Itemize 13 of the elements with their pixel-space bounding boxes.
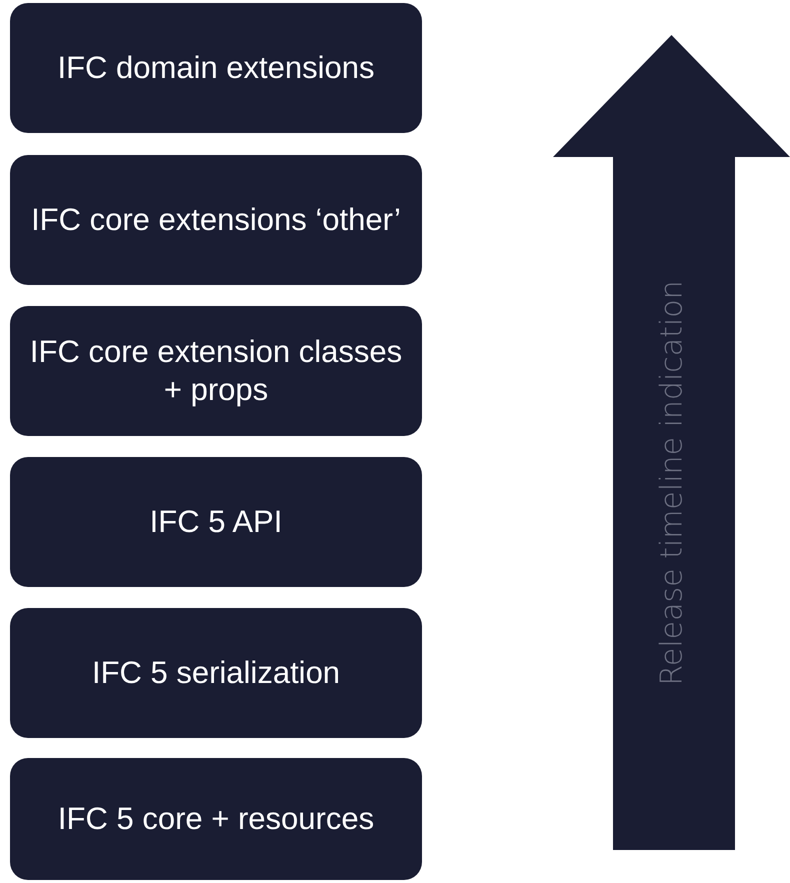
layer-label: IFC 5 API	[148, 503, 284, 541]
layer-label: IFC 5 core + resources	[56, 800, 376, 838]
layer-box	[10, 457, 422, 587]
layer-label: IFC core extensions ‘other’	[30, 201, 402, 239]
layer-box	[10, 758, 422, 880]
arrow-label: Release timeline indication	[654, 280, 689, 686]
layer-box	[10, 608, 422, 738]
layer-box	[10, 3, 422, 133]
layer-box	[10, 306, 422, 436]
layer-box	[10, 155, 422, 285]
layer-label: IFC core extension classes + props	[28, 333, 404, 409]
layer-label: IFC domain extensions	[56, 49, 376, 87]
layer-label: IFC 5 serialization	[90, 654, 342, 692]
